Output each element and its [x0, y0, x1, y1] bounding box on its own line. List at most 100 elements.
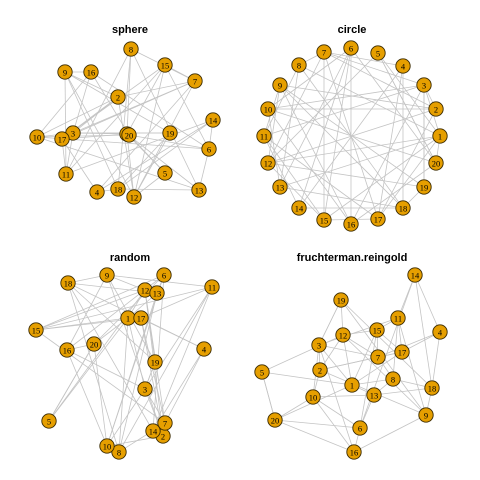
node-circle	[346, 444, 362, 460]
edge-3-16	[318, 344, 355, 453]
node-label: 1	[438, 132, 442, 142]
node-label: 3	[71, 129, 75, 139]
node-circle	[385, 371, 401, 387]
node-label: 2	[116, 93, 120, 103]
node-18: 18	[424, 380, 440, 396]
node-circle	[370, 349, 386, 365]
edge-7-3	[323, 51, 425, 86]
edge-2-9	[64, 71, 119, 98]
node-6: 6	[201, 141, 217, 157]
edge-6-20	[128, 134, 210, 150]
edge-8-13	[130, 48, 200, 191]
node-19: 19	[333, 292, 349, 308]
node-label: 3	[143, 385, 147, 395]
edge-6-16	[90, 71, 210, 150]
node-16: 16	[59, 342, 75, 358]
edge-11-17	[263, 135, 379, 220]
node-circle	[99, 438, 115, 454]
edge-8-1	[118, 317, 129, 453]
node-7: 7	[316, 44, 332, 60]
node-circle	[254, 364, 270, 380]
node-circle	[111, 444, 127, 460]
edge-9-11	[397, 317, 427, 416]
edge-16-9	[279, 84, 352, 225]
node-18: 18	[395, 200, 411, 216]
node-circle	[416, 179, 432, 195]
edge-20-5	[48, 343, 95, 422]
node-20: 20	[428, 155, 444, 171]
edge-7-3	[318, 344, 379, 358]
node-circle	[343, 216, 359, 232]
node-label: 9	[63, 68, 67, 78]
edge-12-19	[133, 132, 171, 198]
node-label: 11	[62, 170, 70, 180]
node-2: 2	[110, 89, 126, 105]
edge-4-14	[414, 274, 441, 333]
node-circle	[133, 310, 149, 326]
node-circle	[110, 89, 126, 105]
node-1: 1	[344, 377, 360, 393]
node-13: 13	[272, 179, 288, 195]
node-circle	[157, 165, 173, 181]
node-label: 5	[376, 49, 380, 59]
node-label: 12	[339, 331, 348, 341]
edge-4-7	[164, 348, 205, 424]
node-11: 11	[58, 166, 74, 182]
node-7: 7	[157, 415, 173, 431]
node-label: 16	[350, 448, 359, 458]
node-17: 17	[394, 344, 410, 360]
node-circle	[343, 40, 359, 56]
edge-9-12	[342, 334, 427, 416]
node-19: 19	[162, 125, 178, 141]
node-label: 17	[137, 314, 146, 324]
edge-7-12	[267, 51, 325, 164]
node-10: 10	[99, 438, 115, 454]
node-5: 5	[370, 45, 386, 61]
node-circle	[369, 322, 385, 338]
edge-14-11	[65, 119, 214, 175]
node-12: 12	[260, 155, 276, 171]
node-label: 18	[64, 279, 73, 289]
edge-12-15	[133, 64, 166, 198]
node-label: 18	[114, 185, 123, 195]
node-label: 20	[125, 131, 134, 141]
node-16: 16	[83, 64, 99, 80]
node-9: 9	[418, 407, 434, 423]
edge-2-17	[377, 108, 437, 220]
node-label: 1	[350, 381, 354, 391]
edge-16-10	[312, 396, 355, 453]
node-circle	[54, 131, 70, 147]
node-9: 9	[57, 64, 73, 80]
node-label: 17	[398, 348, 407, 358]
node-5: 5	[254, 364, 270, 380]
edge-20-5	[128, 134, 166, 174]
node-circle	[57, 64, 73, 80]
edge-1-13	[279, 135, 441, 188]
edge-10-20	[267, 108, 437, 164]
edge-6-20	[93, 274, 165, 345]
node-circle	[60, 275, 76, 291]
node-circle	[162, 125, 178, 141]
edge-3-10	[267, 84, 425, 110]
node-label: 11	[394, 314, 402, 324]
node-circle	[59, 342, 75, 358]
node-7: 7	[187, 73, 203, 89]
node-label: 11	[260, 132, 268, 142]
node-circle	[428, 101, 444, 117]
node-circle	[395, 200, 411, 216]
node-circle	[83, 64, 99, 80]
node-label: 4	[202, 345, 207, 355]
node-14: 14	[205, 112, 221, 128]
node-label: 3	[422, 81, 426, 91]
node-label: 15	[161, 61, 170, 71]
node-15: 15	[316, 212, 332, 228]
edge-18-19	[340, 299, 433, 389]
node-label: 10	[309, 393, 318, 403]
node-label: 9	[278, 81, 282, 91]
node-4: 4	[432, 324, 448, 340]
node-6: 6	[343, 40, 359, 56]
edge-1-12	[126, 133, 135, 198]
edge-11-15	[65, 64, 166, 175]
node-label: 13	[370, 391, 379, 401]
